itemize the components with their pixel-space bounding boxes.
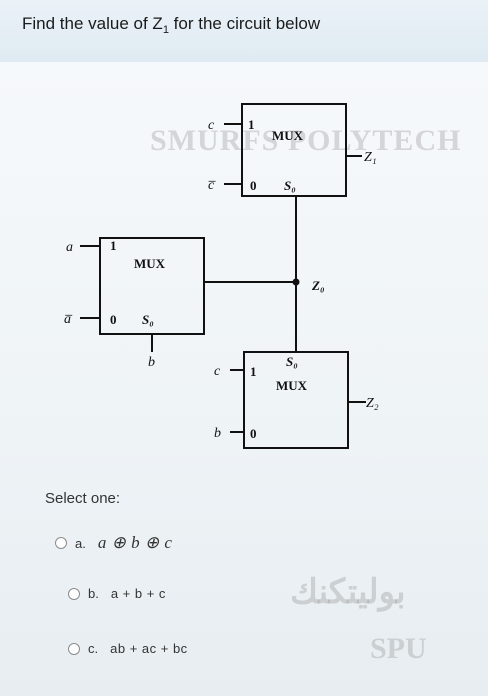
mux1-one-label: 1 — [110, 238, 117, 253]
option-b-letter: b. — [88, 586, 99, 601]
option-c-radio[interactable] — [68, 642, 80, 655]
mux1-in1-label: a — [66, 240, 73, 255]
mux1-in0-label: a̅ — [64, 312, 73, 327]
option-a-radio[interactable] — [55, 537, 67, 549]
option-a-text: a ⊕ b ⊕ c — [97, 533, 173, 552]
question-suffix: for the circuit below — [168, 14, 321, 33]
select-one-label: Select one: — [45, 490, 121, 507]
mux3-title: MUX — [276, 378, 308, 393]
mux2-title: MUX — [272, 128, 304, 143]
option-a-letter: a. — [75, 535, 86, 551]
mux1-title: MUX — [134, 256, 166, 271]
mux2-sel-label: S₀ — [284, 178, 296, 193]
mux3-out-label: Z₂ — [366, 396, 379, 411]
mux1-sel-label: S₀ — [142, 312, 154, 327]
mux3-in1-label: c — [214, 364, 221, 379]
option-c-letter: c. — [88, 641, 99, 656]
mux2-out-label: Z₁ — [364, 150, 377, 165]
option-a[interactable]: a. a ⊕ b ⊕ c — [55, 533, 172, 553]
option-c-text: ab + ac + bc — [110, 641, 188, 656]
mux1-zero-label: 0 — [110, 312, 117, 327]
z0-label: Z₀ — [311, 278, 324, 293]
mux2-one-label: 1 — [248, 117, 255, 132]
question-subscript: 1 — [162, 24, 169, 36]
option-c[interactable]: c. ab + ac + bc — [68, 641, 188, 656]
option-b-radio[interactable] — [68, 587, 80, 600]
mux2-in0-label: c̅ — [208, 178, 216, 193]
question-header: Find the value of Z1 for the circuit bel… — [0, 0, 488, 63]
mux3-zero-label: 0 — [250, 426, 257, 441]
mux2-in1-label: c — [208, 118, 215, 133]
option-b-text: a + b + c — [110, 586, 166, 601]
question-text: Find the value of Z1 for the circuit bel… — [22, 14, 320, 36]
mux3-one-label: 1 — [250, 364, 257, 379]
mux1-sel-input-label: b — [148, 355, 155, 370]
mux3-in0-label: b — [214, 426, 221, 441]
mux2-box — [241, 103, 347, 197]
mux2-zero-label: 0 — [250, 178, 257, 193]
mux3-sel-label: S₀ — [286, 354, 298, 369]
junction-dot — [292, 278, 300, 286]
option-b[interactable]: b. a + b + c — [68, 586, 166, 601]
question-prefix: Find the value of Z — [22, 14, 163, 33]
